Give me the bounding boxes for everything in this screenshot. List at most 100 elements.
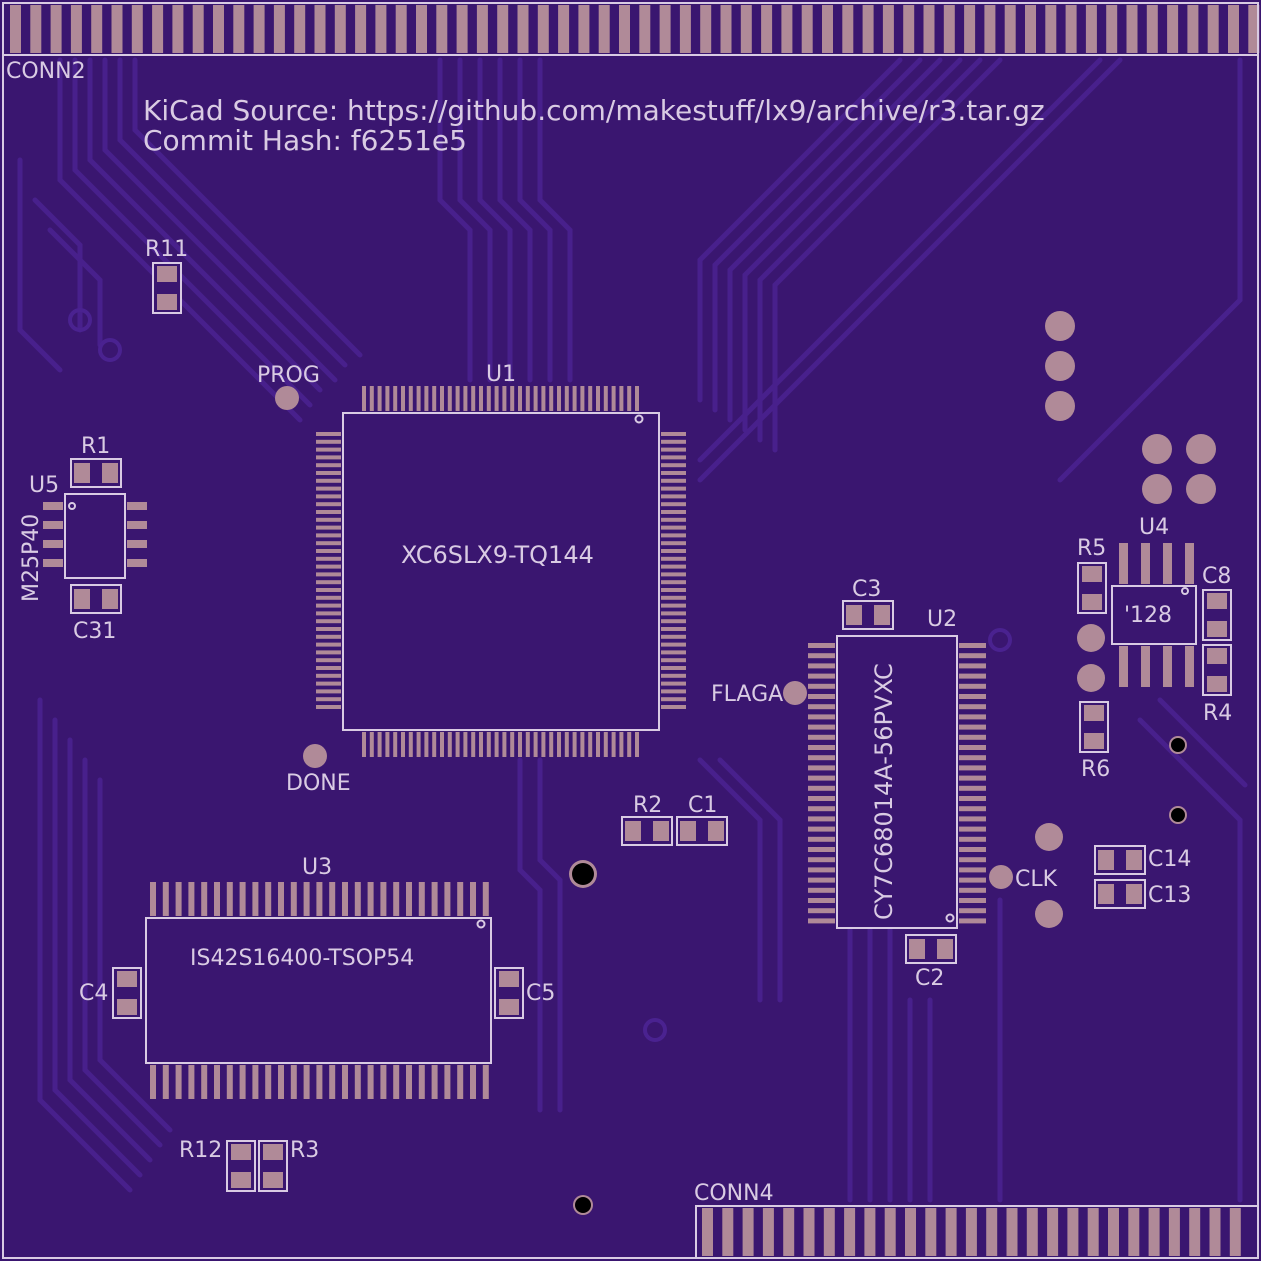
- r12-pad: [231, 1144, 251, 1160]
- conn2-pin: [578, 5, 590, 53]
- u3-ref-label: U3: [302, 855, 332, 880]
- conn2-pin: [882, 5, 894, 53]
- conn2-pin: [1146, 5, 1158, 53]
- conn4-pin: [1006, 1208, 1018, 1256]
- conn4-pin: [1087, 1208, 1099, 1256]
- u1-pin: [541, 386, 546, 411]
- u1-pin: [494, 386, 499, 411]
- u1-pin: [619, 732, 624, 757]
- conn4-pin: [823, 1208, 835, 1256]
- u2-pin: [959, 745, 986, 750]
- u4-pin: [1141, 646, 1150, 687]
- u1-fpga-chip: U1 XC6SLX9-TQ144: [316, 362, 686, 757]
- u2-pin: [959, 796, 986, 801]
- u3-pin: [239, 882, 246, 916]
- u1-pin: [661, 642, 686, 647]
- conn2-pin: [172, 5, 184, 53]
- u1-pin: [603, 386, 608, 411]
- conn2-pin: [314, 5, 326, 53]
- u3-pin: [444, 1065, 451, 1099]
- u4-pin: [1185, 543, 1194, 584]
- u2-pin: [808, 775, 835, 781]
- r2-pad: [625, 821, 641, 841]
- u1-pin: [661, 463, 686, 468]
- u1-pin: [661, 595, 686, 600]
- u3-pin: [367, 1065, 374, 1099]
- u1-pin: [316, 595, 341, 600]
- u1-pin: [661, 510, 686, 514]
- u2-pin: [959, 898, 986, 903]
- u2-pin: [959, 887, 986, 893]
- c13-pad: [1098, 884, 1114, 904]
- conn2-pin: [1187, 5, 1199, 53]
- r6-component: [1079, 701, 1109, 753]
- r2-label: R2: [633, 793, 662, 818]
- u1-pin: [661, 603, 686, 608]
- u1-pin: [533, 732, 538, 757]
- u1-pin: [661, 705, 686, 709]
- u2-pin: [808, 857, 835, 863]
- u1-pin: [661, 494, 686, 499]
- conn2-pin: [842, 5, 854, 53]
- c8-label: C8: [1202, 564, 1231, 589]
- u3-pin: [329, 882, 336, 916]
- u2-pin: [808, 663, 835, 669]
- u1-pin: [661, 541, 686, 546]
- conn2-pin: [1004, 5, 1016, 53]
- u1-pin: [316, 572, 341, 577]
- c31-pad: [74, 589, 90, 609]
- u1-pin: [661, 564, 686, 569]
- conn2-pin: [476, 5, 488, 53]
- u1-pin: [316, 486, 341, 491]
- u1-pin: [557, 386, 561, 411]
- u1-pin: [479, 386, 483, 411]
- r5-pad: [1082, 594, 1102, 610]
- u1-pin: [471, 386, 476, 411]
- conn2-pin: [497, 5, 509, 53]
- u1-pin: [533, 386, 538, 411]
- u1-pin: [486, 386, 491, 411]
- c14-pad: [1098, 850, 1114, 870]
- u1-pin: [502, 386, 507, 411]
- u1-pin: [661, 439, 686, 444]
- u3-pin: [201, 1065, 208, 1099]
- u3-pin: [444, 882, 451, 916]
- u1-pin: [316, 533, 341, 538]
- u3-pin: [342, 882, 348, 916]
- r1-pad: [102, 463, 118, 483]
- conn2-pin: [273, 5, 285, 53]
- u1-pin: [627, 732, 632, 757]
- c8-component: [1202, 589, 1232, 641]
- u1-pin: [661, 650, 686, 655]
- conn2-pin: [1045, 5, 1057, 53]
- conn2-pin: [720, 5, 732, 53]
- r12-component: [226, 1140, 256, 1192]
- conn2-pin: [334, 5, 346, 53]
- u3-pin: [278, 1065, 284, 1099]
- u4-pin: [1163, 543, 1172, 584]
- u1-pin: [416, 386, 421, 411]
- u5-pin: [127, 559, 147, 567]
- c4-component: [112, 967, 142, 1019]
- conn4-pin: [965, 1208, 977, 1256]
- c3-label: C3: [852, 577, 881, 602]
- u2-pin: [808, 643, 835, 648]
- u3-pin: [175, 882, 182, 916]
- mounting-holes: [569, 736, 1187, 1215]
- u1-pin: [316, 502, 341, 507]
- u1-pin: [502, 732, 507, 757]
- u1-pin: [661, 455, 686, 460]
- r2-pad: [653, 821, 669, 841]
- conn2-pin: [1167, 5, 1179, 53]
- u2-pin: [808, 653, 835, 659]
- u1-pin: [611, 386, 616, 411]
- conn2-pin: [700, 5, 712, 53]
- u1-pin: [596, 386, 600, 411]
- u1-pin: [316, 432, 341, 436]
- c4-label: C4: [79, 981, 108, 1006]
- r3-pad: [263, 1172, 283, 1188]
- c4-pad: [117, 999, 137, 1015]
- conn2-pin: [131, 5, 143, 53]
- source-info-line: KiCad Source: https://github.com/makestu…: [143, 94, 1045, 127]
